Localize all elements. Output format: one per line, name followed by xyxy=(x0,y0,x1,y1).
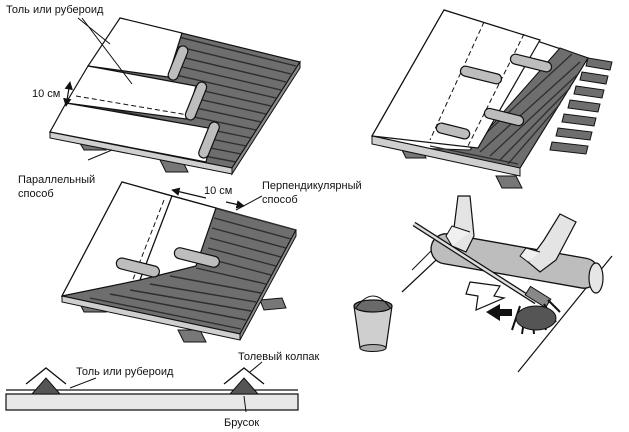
section-bar-left xyxy=(30,377,62,395)
dim-arrow-left xyxy=(63,81,73,107)
label-10cm-left: 10 см xyxy=(32,88,60,100)
perpendicular-method-panel: 10 см Перпендикулярный способ xyxy=(60,180,362,343)
rafter-slats xyxy=(549,57,613,155)
label-parallel-2: способ xyxy=(18,188,54,200)
hand-left xyxy=(445,195,475,253)
mop-application-panel xyxy=(353,195,613,373)
section-bar-right xyxy=(228,377,260,395)
roof-assembly-panel xyxy=(371,9,613,189)
roll-cylinders-3 xyxy=(435,53,553,140)
dim-arrow-mid xyxy=(171,187,207,199)
label-tol-top: Толь или рубероид xyxy=(6,4,104,16)
roofing-sheets xyxy=(49,17,215,163)
parallel-method-panel: Толь или рубероид 10 см Параллельный спо… xyxy=(6,4,301,200)
label-tol-bottom: Толь или рубероид xyxy=(76,366,174,378)
label-tolevy-kolpak: Толевый колпак xyxy=(238,351,320,363)
mop-head xyxy=(511,285,561,335)
direction-arrows xyxy=(465,281,512,321)
hand-right xyxy=(519,213,577,273)
roll-cylinders xyxy=(167,45,220,159)
roll-cylinder-large xyxy=(430,233,604,294)
section-board xyxy=(5,393,299,411)
label-perp-1: Перпендикулярный xyxy=(262,180,362,192)
label-perp-2: способ xyxy=(262,194,298,206)
label-parallel-1: Параллельный xyxy=(18,174,95,186)
roll-cylinders-2 xyxy=(115,247,220,278)
cross-section-panel: Толь или рубероид Толевый колпак Брусок xyxy=(5,351,320,429)
label-10cm-mid: 10 см xyxy=(204,185,232,197)
label-brusok: Брусок xyxy=(224,417,259,429)
bucket xyxy=(353,295,393,352)
